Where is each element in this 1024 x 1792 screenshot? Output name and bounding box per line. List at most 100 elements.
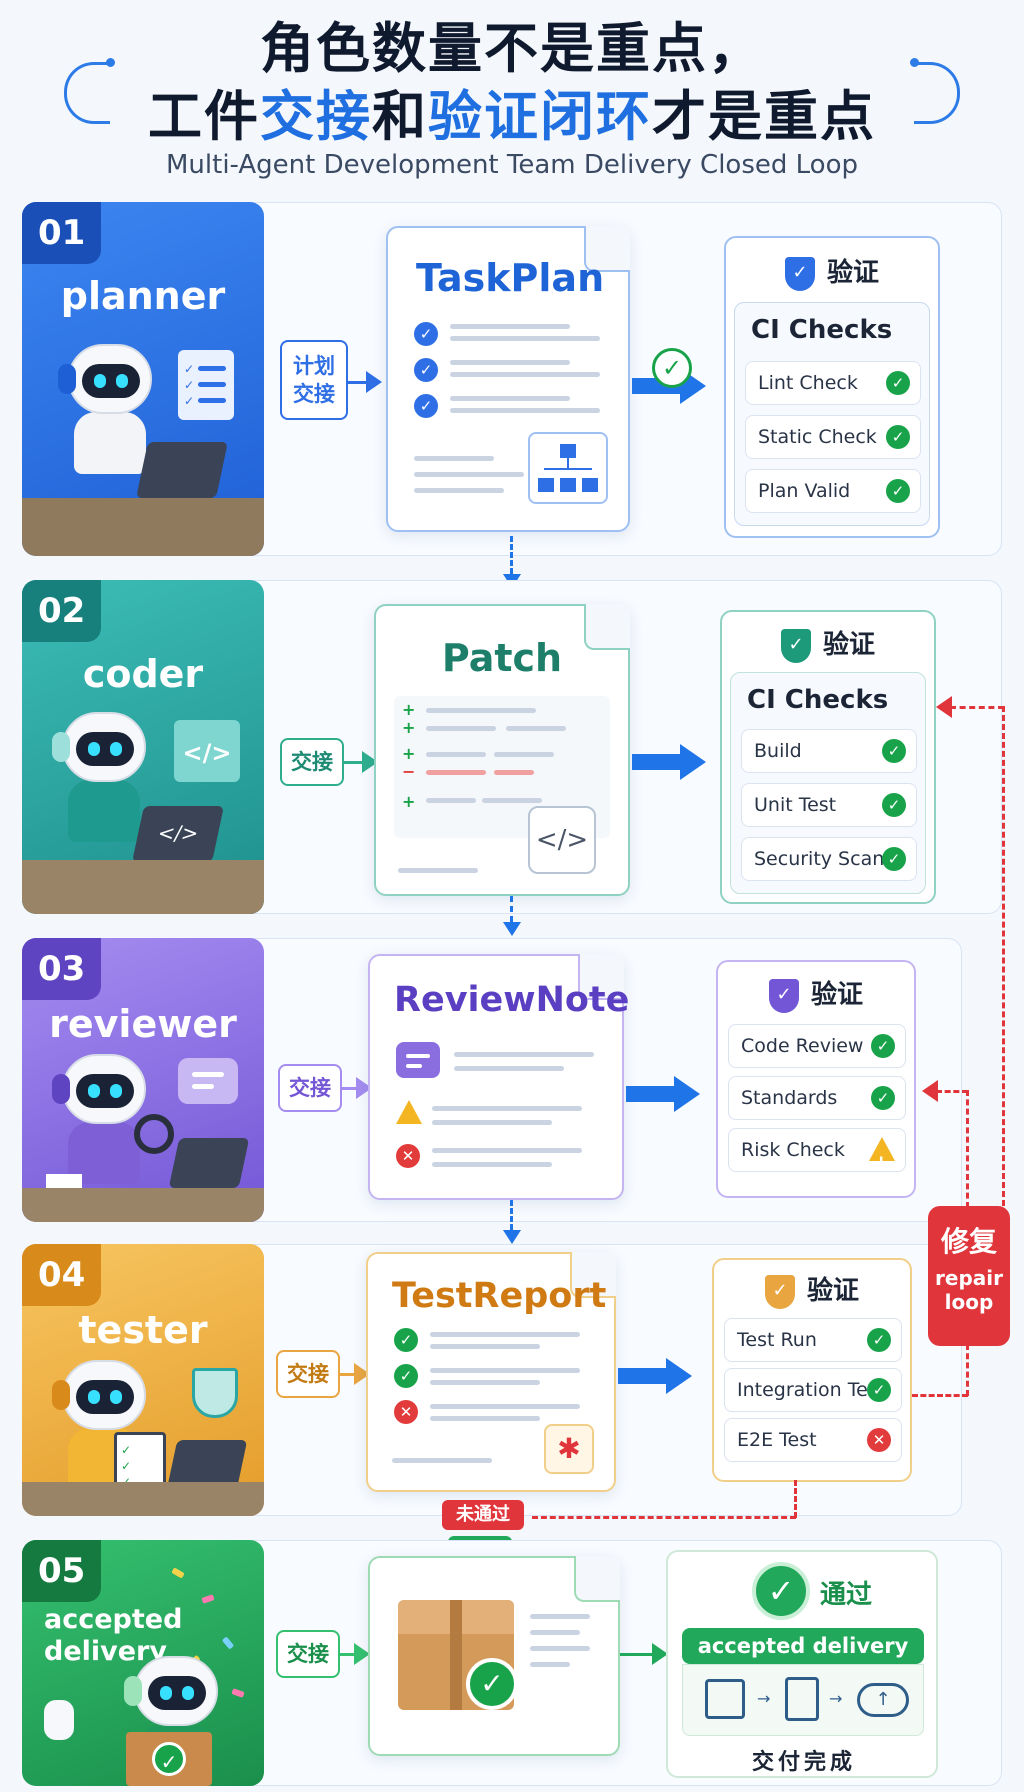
verify-panel-coder: ✓验证 CI Checks Build✓ Unit Test✓ Security… [720,610,936,904]
package-icon: ✓ [126,1732,212,1786]
check-item-label: Unit Test [754,794,837,816]
repair-arrow-head [936,696,952,718]
pass-icon: ✓ [871,1034,895,1058]
repair-line [966,1090,969,1208]
cube-icon [705,1679,745,1719]
flow-arrow-head [674,1076,700,1112]
artifact-package-doc: ✓ [368,1556,620,1756]
comment-icon [396,1042,440,1078]
repair-loop-badge: 修复 repair loop [928,1206,1010,1346]
check-item: Integration Test✓ [724,1368,902,1412]
title-part-key: 才是重点 [652,85,876,148]
pass-icon: ✓ [394,1328,418,1352]
artifact-title: TaskPlan [416,256,605,300]
repair-line [1002,706,1005,1206]
fail-tag: 未通过 [442,1500,524,1530]
delivery-complete-label: 交付完成 [751,1750,856,1775]
laptop-icon [136,442,228,498]
repair-line [936,1090,968,1093]
title-part-handoff: 交接 [260,85,372,148]
repair-line [966,1344,969,1396]
page-subtitle: Multi-Agent Development Team Delivery Cl… [166,150,858,180]
stage-number: 03 [22,938,102,1000]
accepted-delivery-banner: accepted delivery [682,1628,924,1664]
pass-icon: ✓ [394,1364,418,1388]
artifact-title: ReviewNote [394,980,630,1020]
stage-role: tester [78,1308,208,1352]
fail-line [532,1516,796,1519]
arrow-icon: → [829,1689,843,1708]
ci-title: CI Checks [747,685,889,715]
thumbs-up-icon [44,1700,74,1740]
fail-icon: ✕ [867,1428,891,1452]
title-part-artifact: 工件 [148,85,260,148]
stage-number: 01 [22,202,102,264]
arrow-head [354,1643,370,1665]
desk [22,1482,264,1516]
bracket-dot [910,58,919,67]
handoff-line [348,381,368,384]
left-bracket [64,62,110,124]
artifact-title: Patch [441,636,563,680]
check-item-label: Risk Check [741,1139,845,1161]
handoff-reviewer: 交接 [278,1064,342,1112]
warning-icon [396,1100,422,1124]
stage-role: accepted delivery [44,1604,183,1667]
stage-role: coder [82,652,204,696]
pass-icon: ✓ [882,847,906,871]
ci-checks-box: CI Checks Build✓ Unit Test✓ Security Sca… [730,672,926,894]
check-icon: ✓ [414,358,438,382]
stage-role: planner [60,274,226,318]
check-item-label: Plan Valid [758,480,851,502]
pass-icon: ✓ [886,425,910,449]
chat-bubble-icon [178,1058,238,1104]
hierarchy-icon [528,432,608,504]
verify-label: 验证 [822,630,875,660]
repair-en: repair loop [935,1266,1003,1314]
flow-connector-head [503,1230,521,1244]
check-item: Test Run✓ [724,1318,902,1362]
repair-line [912,1394,968,1397]
stage-delivery: 05 accepted delivery ✓ [22,1540,264,1786]
code-window-icon: </> [174,720,240,782]
check-item: Static Check✓ [745,415,921,459]
repair-cn: 修复 [940,1225,997,1258]
shield-check-icon: ✓ [780,628,811,663]
flow-arrow [620,1653,654,1656]
flow-arrow-head [680,744,706,780]
flow-arrow [618,1368,668,1384]
check-item-label: Lint Check [758,372,858,394]
stage-coder: 02 coder </> </> [22,580,264,914]
stage-number: 04 [22,1244,102,1306]
code-icon: </> [528,806,596,874]
check-item: Standards✓ [728,1076,906,1120]
desk [22,860,264,914]
check-item: Plan Valid✓ [745,469,921,513]
stage-tester: 04 tester ✓ ✓ ✓ [22,1244,264,1516]
check-icon: ✓ [414,322,438,346]
check-item-label: Integration Test [737,1379,886,1401]
pass-check-icon: ✓ [652,348,692,388]
handoff-line [340,1373,356,1376]
desk [22,1188,264,1222]
verify-panel-reviewer: ✓验证 Code Review✓ Standards✓ Risk Check! [716,960,916,1198]
check-item-label: E2E Test [737,1429,817,1451]
stage-reviewer: 03 reviewer [22,938,264,1222]
verify-label: 验证 [826,258,879,288]
shield-check-icon: ✓ [784,256,815,291]
flow-arrow [626,1086,676,1102]
magnifier-icon [134,1114,174,1154]
shield-check-icon: ✓ [768,978,799,1013]
checklist-icon: ✓ ✓ ✓ [178,350,234,420]
check-item-label: Security Scan [754,848,885,870]
handoff-planner: 计划 交接 [280,340,348,420]
artifact-reviewnote: ReviewNote ✕ [368,954,629,1200]
arrow-head [366,371,382,393]
stage-role: reviewer [49,1002,237,1046]
check-item-label: Build [754,740,802,762]
error-icon: ✕ [396,1144,420,1168]
check-item-label: Code Review [741,1035,864,1057]
artifact-title: TestReport [392,1276,607,1316]
stage-number: 05 [22,1540,102,1602]
handoff-line [342,1087,358,1090]
